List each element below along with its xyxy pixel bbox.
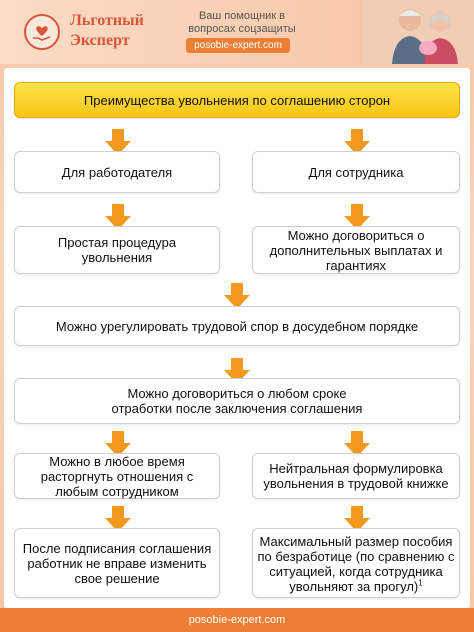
elderly-couple-photo [362, 0, 474, 64]
employer-benefit-simple-procedure: Простая процедура увольнения [14, 226, 220, 274]
employee-benefit-extra-payments: Можно договориться о дополнительных выпл… [252, 226, 460, 274]
max-benefit-text: Максимальный размер пособия по безработи… [257, 534, 455, 594]
employer-benefit-irrevocable-decision: После подписания соглашения работник не … [14, 528, 220, 598]
tagline: Ваш помощник в вопросах соцзащиты [188, 10, 296, 35]
site-link-header[interactable]: posobie-expert.com [186, 38, 290, 53]
arrow-down-icon [105, 204, 131, 230]
arrow-down-icon [105, 506, 131, 532]
arrow-down-icon [344, 431, 370, 457]
header: Льготный Эксперт Ваш помощник в вопросах… [0, 0, 474, 64]
hand-heart-icon [24, 14, 60, 50]
site-link-footer[interactable]: posobie-expert.com [0, 608, 474, 632]
arrow-down-icon [344, 204, 370, 230]
common-benefit-notice-period: Можно договориться о любом сроке отработ… [14, 378, 460, 424]
logo-title-line1: Льготный [70, 12, 144, 29]
employer-column-header: Для работодателя [14, 151, 220, 193]
arrow-down-icon [224, 358, 250, 384]
logo-title-line2: Эксперт [70, 32, 130, 49]
diagram-title: Преимущества увольнения по соглашению ст… [14, 82, 460, 118]
arrow-down-icon [105, 129, 131, 155]
employer-benefit-terminate-anytime: Можно в любое время расторгнуть отношени… [14, 453, 220, 499]
footnote-marker: 1 [418, 578, 423, 588]
employee-column-header: Для сотрудника [252, 151, 460, 193]
common-benefit-pretrial-settlement: Можно урегулировать трудовой спор в досу… [14, 306, 460, 346]
employee-benefit-neutral-wording: Нейтральная формулировка увольнения в тр… [252, 453, 460, 499]
employee-benefit-max-unemployment-benefit: Максимальный размер пособия по безработи… [252, 528, 460, 598]
arrow-down-icon [224, 283, 250, 309]
arrow-down-icon [344, 506, 370, 532]
arrow-down-icon [344, 129, 370, 155]
arrow-down-icon [105, 431, 131, 457]
